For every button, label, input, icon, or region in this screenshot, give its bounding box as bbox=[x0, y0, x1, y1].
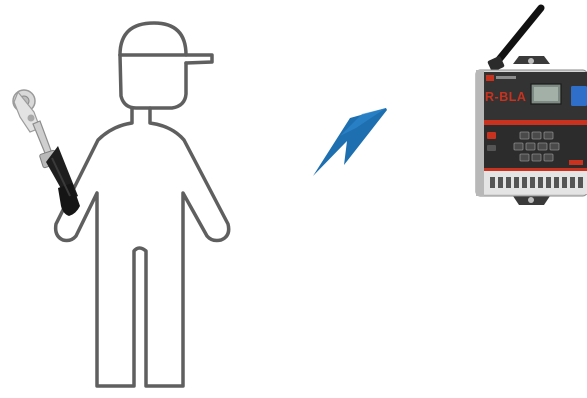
device-status-button bbox=[571, 86, 587, 106]
controller-device-icon: R-BLA bbox=[476, 8, 587, 205]
wireless-lightning-icon bbox=[313, 108, 387, 176]
device-accent-stripe bbox=[484, 120, 587, 125]
torque-wrench-icon bbox=[13, 90, 80, 216]
device-brand-label: R-BLA bbox=[485, 90, 526, 104]
worker-outline-icon bbox=[56, 23, 229, 386]
